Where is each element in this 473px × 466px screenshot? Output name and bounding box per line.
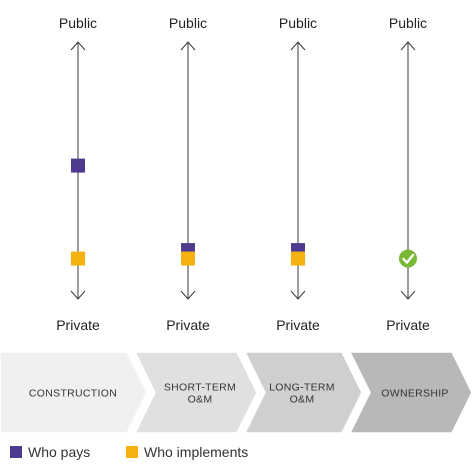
axis-top-label: Public (389, 15, 427, 31)
legend-item-2: Who implements (126, 444, 248, 460)
stage-label: O&M (290, 394, 315, 406)
stage-shape (348, 351, 473, 434)
arrow-up-icon (180, 41, 196, 51)
check-mark (402, 253, 415, 264)
axis-top-label: Public (279, 15, 317, 31)
stage-shape (133, 351, 258, 434)
stage-chevron-4: OWNERSHIP (348, 351, 473, 434)
check-circle-icon (399, 249, 417, 268)
stage-chevron-1: CONSTRUCTION (0, 351, 148, 434)
axis-top-label: Public (59, 15, 97, 31)
stage-label: OWNERSHIP (381, 388, 448, 400)
axis-bottom-label: Private (386, 317, 430, 333)
who-implements-marker (71, 251, 85, 266)
arrow-down-icon (70, 290, 86, 300)
legend-swatch (126, 446, 138, 458)
who-implements-marker (291, 251, 305, 266)
check-circle-bg (399, 249, 417, 268)
stage-label: LONG-TERM (269, 382, 335, 394)
who-implements-marker (181, 251, 195, 266)
legend-item-1: Who pays (10, 444, 90, 460)
axis-bottom-label: Private (166, 317, 210, 333)
axis-columns: PublicPrivatePublicPrivatePublicPrivateP… (56, 15, 430, 333)
legend-label: Who pays (28, 444, 90, 460)
stage-label: O&M (188, 394, 213, 406)
arrow-up-icon (290, 41, 306, 51)
axis-top-label: Public (169, 15, 207, 31)
who-pays-marker (71, 158, 85, 173)
stage-shape (243, 351, 363, 434)
arrow-up-icon (70, 41, 86, 51)
arrow-down-icon (180, 290, 196, 300)
stage-label: CONSTRUCTION (29, 388, 117, 400)
stage-shape (0, 351, 148, 434)
legend-label: Who implements (144, 444, 248, 460)
legend: Who pays Who implements (10, 444, 248, 460)
arrow-down-icon (290, 290, 306, 300)
arrow-down-icon (400, 290, 416, 300)
arrow-up-icon (400, 41, 416, 51)
axis-bottom-label: Private (56, 317, 100, 333)
axis-bottom-label: Private (276, 317, 320, 333)
legend-swatch (10, 446, 22, 458)
stage-label: SHORT-TERM (164, 382, 236, 394)
